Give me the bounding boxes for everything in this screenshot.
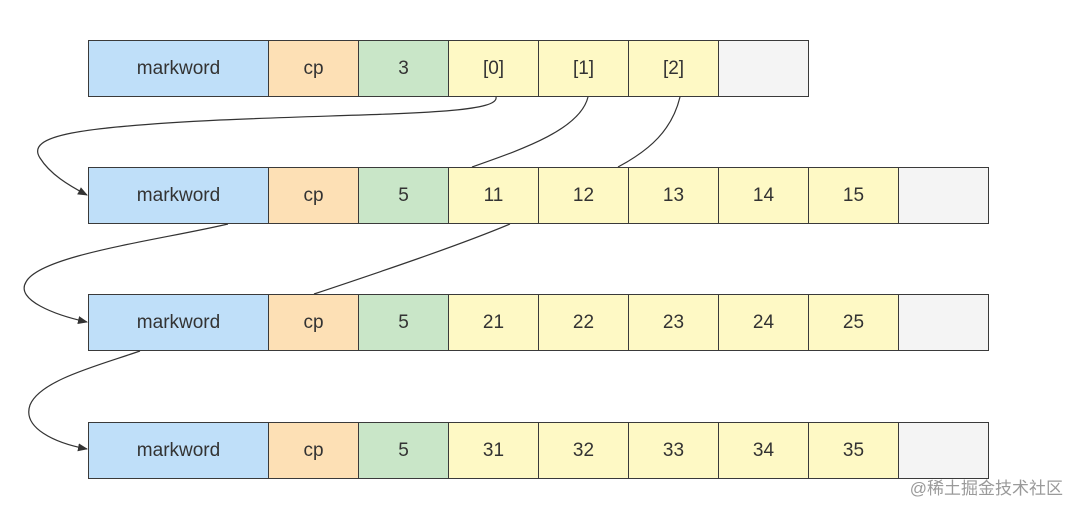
count-cell: 3 xyxy=(358,40,449,97)
slot-cell: 31 xyxy=(448,422,539,479)
connector-slot0-to-row2 xyxy=(37,96,497,196)
slot-cell: 22 xyxy=(538,294,629,351)
markword-cell: markword xyxy=(88,167,269,224)
slot-cell: 11 xyxy=(448,167,539,224)
slot-cell: 25 xyxy=(808,294,899,351)
cp-cell: cp xyxy=(268,294,359,351)
slot-cell: [0] xyxy=(448,40,539,97)
slot-cell: 15 xyxy=(808,167,899,224)
count-cell: 5 xyxy=(358,294,449,351)
connector-row2-to-row3 xyxy=(23,223,229,324)
empty-cell xyxy=(718,40,809,97)
cp-cell: cp xyxy=(268,422,359,479)
slot-cell: [1] xyxy=(538,40,629,97)
markword-cell: markword xyxy=(88,40,269,97)
slot-cell: [2] xyxy=(628,40,719,97)
slot-cell: 14 xyxy=(718,167,809,224)
slot-cell: 35 xyxy=(808,422,899,479)
slot-cell: 12 xyxy=(538,167,629,224)
slot-cell: 23 xyxy=(628,294,719,351)
slot-cell: 13 xyxy=(628,167,719,224)
slot-cell: 34 xyxy=(718,422,809,479)
cp-cell: cp xyxy=(268,167,359,224)
empty-cell xyxy=(898,167,989,224)
connector-row3-to-row4 xyxy=(28,350,141,452)
markword-cell: markword xyxy=(88,294,269,351)
connector-slot2-to-row2-slot13 xyxy=(617,96,681,168)
markword-cell: markword xyxy=(88,422,269,479)
empty-cell xyxy=(898,294,989,351)
slot-cell: 21 xyxy=(448,294,539,351)
cp-cell: cp xyxy=(268,40,359,97)
connector-slot1-to-row2-slot11 xyxy=(471,96,589,168)
slot-cell: 33 xyxy=(628,422,719,479)
connector-row2-slot11-to-row3-cp xyxy=(313,223,511,295)
slot-cell: 24 xyxy=(718,294,809,351)
count-cell: 5 xyxy=(358,422,449,479)
empty-cell xyxy=(898,422,989,479)
watermark-text: @稀土掘金技术社区 xyxy=(909,479,1063,498)
count-cell: 5 xyxy=(358,167,449,224)
slot-cell: 32 xyxy=(538,422,629,479)
